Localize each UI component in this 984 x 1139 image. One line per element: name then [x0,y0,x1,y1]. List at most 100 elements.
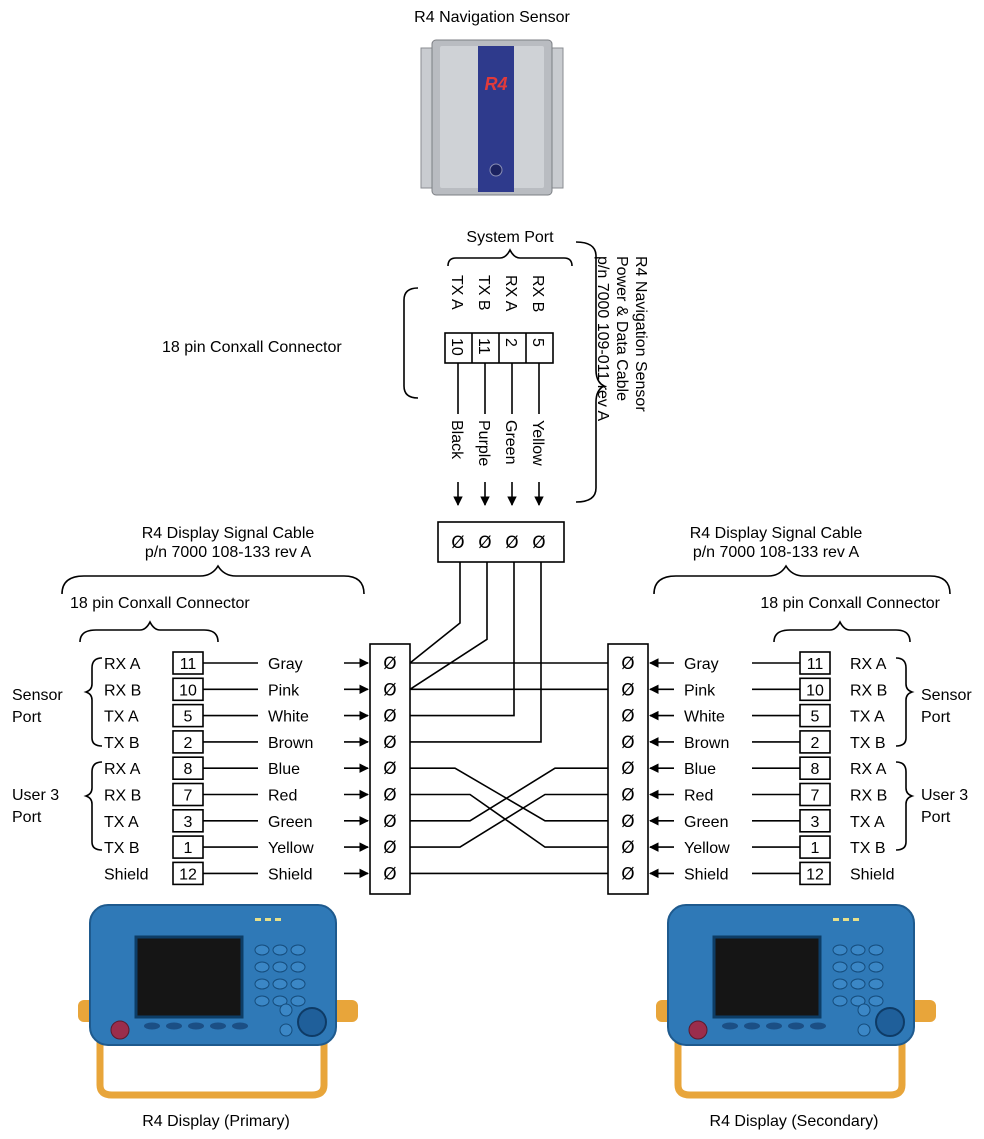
left-wire-color: White [268,709,309,726]
left-cable-brace [61,564,365,595]
terminal-screw: Ø [532,533,545,553]
primary-display-image [78,904,358,1099]
right-signal-label: RX A [850,761,887,778]
right-terminal-strip [607,643,649,895]
terminal-screw: Ø [505,533,518,553]
terminal-screw: Ø [621,707,634,727]
primary-display-caption: R4 Display (Primary) [142,1113,290,1130]
left-connector-label: 18 pin Conxall Connector [70,595,250,612]
right-signal-label: Shield [850,866,894,883]
right-pin-box [799,703,831,728]
sensor-wire-color: Black [448,420,465,460]
left-cable-label-2: p/n 7000 108-133 rev A [145,544,312,561]
left-wire-color: Yellow [268,840,314,857]
right-wire-color: White [684,709,725,726]
top-terminal-block [437,521,565,563]
left-pin-number: 11 [180,656,197,673]
sensor-connector-bracket [403,287,419,399]
sensor-pin-number: 10 [448,338,465,356]
right-pin-box [799,782,831,807]
right-signal-label: RX B [850,788,887,805]
svg-text:User 3: User 3 [921,787,968,804]
right-pin-number: 1 [811,840,820,857]
right-pin-box [799,861,831,886]
right-pin-box [799,756,831,781]
terminal-screw: Ø [383,838,396,858]
svg-text:Port: Port [12,709,42,726]
left-wire-color: Green [268,814,312,831]
svg-text:Port: Port [12,809,42,826]
right-pin-number: 8 [811,761,820,778]
right-pin-box [799,808,831,833]
left-pin-number: 2 [184,735,193,752]
sensor-signal-label: TX B [475,275,492,311]
left-signal-label: TX A [104,814,139,831]
sensor-title: R4 Navigation Sensor [414,9,570,26]
svg-text:Port: Port [921,709,951,726]
right-pin-number: 11 [807,656,824,673]
left-pin-number: 1 [184,840,193,857]
svg-text:Sensor: Sensor [921,687,972,704]
sensor-pin-number: 2 [502,338,519,347]
right-sensor-port-brace [895,657,915,747]
left-wire-color: Shield [268,866,312,883]
interconnect-wires [409,562,608,875]
terminal-screw: Ø [383,654,396,674]
right-signal-label: TX A [850,709,885,726]
right-signal-label: TX B [850,840,886,857]
terminal-screw: Ø [621,812,634,832]
terminal-screw: Ø [478,533,491,553]
left-pin-number: 7 [184,788,193,805]
sensor-cable-brace [575,241,606,503]
terminal-screw: Ø [383,707,396,727]
left-signal-label: RX A [104,656,141,673]
terminal-screw: Ø [621,786,634,806]
right-user3-port-brace [895,761,915,851]
right-signal-label: RX A [850,656,887,673]
right-signal-label: TX A [850,814,885,831]
right-signal-label: TX B [850,735,886,752]
right-pin-number: 12 [806,866,824,883]
terminal-screw: Ø [383,759,396,779]
right-pin-box [799,835,831,859]
right-cable-label-1: R4 Display Signal Cable [690,525,863,542]
svg-text:R4 Navigation Sensor: R4 Navigation Sensor [632,256,649,412]
sensor-wire-color: Purple [475,420,492,466]
right-wire-color: Brown [684,735,729,752]
svg-text:User 3: User 3 [12,787,59,804]
svg-text:Sensor: Sensor [12,687,63,704]
terminal-screw: Ø [621,759,634,779]
left-signal-label: TX A [104,709,139,726]
left-signal-label: RX A [104,761,141,778]
secondary-display-caption: R4 Display (Secondary) [710,1113,879,1130]
terminal-screw: Ø [383,812,396,832]
terminal-screw: Ø [621,654,634,674]
right-pin-number: 3 [811,814,820,831]
left-wire-color: Pink [268,682,300,699]
sensor-pin-number: 5 [529,338,546,347]
right-wire-color: Pink [684,682,716,699]
secondary-display-image [656,904,936,1099]
sensor-logo: R4 [484,74,507,94]
terminal-screw: Ø [383,864,396,884]
left-wire-color: Red [268,788,297,805]
left-sensor-port-brace [83,657,103,747]
right-sensor-port-label: Sensor Port [921,687,972,726]
svg-text:Port: Port [921,809,951,826]
svg-text:Power & Data Cable: Power & Data Cable [613,256,630,401]
right-cable-label-2: p/n 7000 108-133 rev A [693,544,860,561]
left-wire-color: Gray [268,656,303,673]
right-signal-label: RX B [850,682,887,699]
right-pin-number: 5 [811,709,820,726]
sensor-wire-color: Yellow [529,420,546,466]
terminal-screw: Ø [621,680,634,700]
left-sensor-port-label: Sensor Port [12,687,63,726]
terminal-screw: Ø [621,733,634,753]
left-user3-port-label: User 3 Port [12,787,59,826]
left-signal-label: RX B [104,788,141,805]
terminal-screw: Ø [451,533,464,553]
sensor-pin-number: 11 [475,338,492,355]
terminal-screw: Ø [383,786,396,806]
sensor-wire-color: Green [502,420,519,464]
